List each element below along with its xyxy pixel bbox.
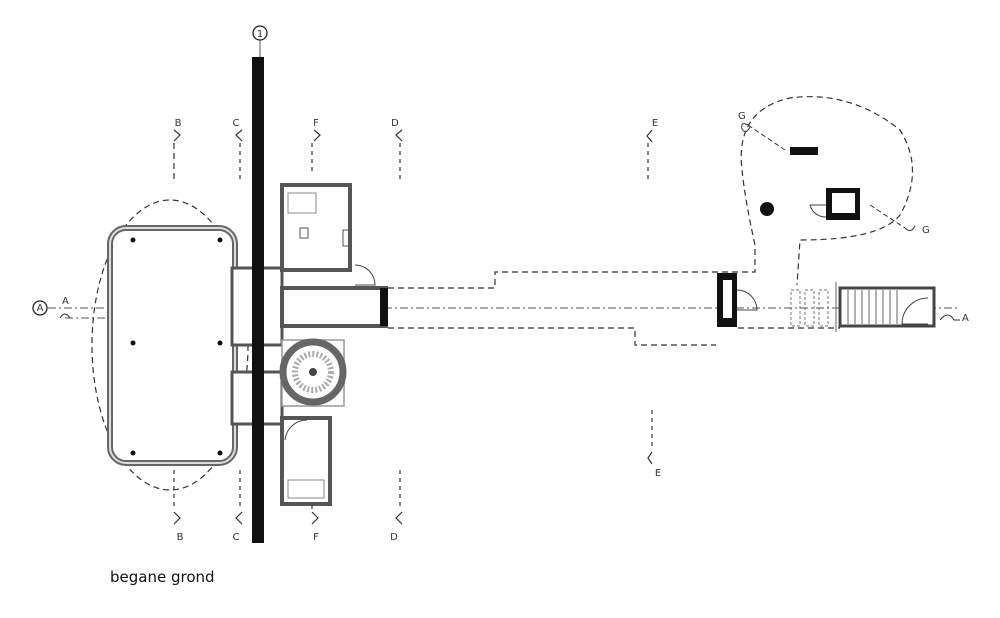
svg-text:E: E	[655, 468, 661, 479]
svg-text:A: A	[37, 303, 44, 314]
garden-path-outline	[388, 96, 914, 289]
tree	[760, 202, 774, 216]
svg-text:A: A	[62, 296, 69, 307]
svg-text:D: D	[391, 118, 399, 129]
section-markers-top: B C F D E	[173, 118, 658, 183]
svg-text:D: D	[390, 532, 398, 543]
entrance-stairs	[790, 282, 936, 332]
svg-text:F: F	[313, 118, 319, 129]
section-marker-a-right	[939, 314, 960, 321]
section-marker-a-left	[59, 313, 71, 319]
garden-kiosk	[809, 188, 860, 220]
plan-caption: begane grond	[110, 568, 215, 586]
svg-text:E: E	[652, 118, 658, 129]
lower-room	[280, 416, 332, 506]
svg-text:G: G	[922, 225, 930, 236]
svg-text:B: B	[175, 118, 182, 129]
svg-text:B: B	[177, 532, 184, 543]
svg-text:A: A	[962, 313, 969, 324]
svg-text:C: C	[233, 532, 240, 543]
bench	[790, 147, 818, 155]
svg-text:F: F	[313, 532, 319, 543]
svg-text:C: C	[233, 118, 240, 129]
svg-text:1: 1	[257, 29, 263, 40]
spiral-stair	[279, 338, 347, 407]
section-markers-bottom: B C F D E	[173, 410, 661, 543]
garden-path-lower	[388, 327, 716, 346]
axis-marker-1: 1	[252, 25, 268, 57]
axis-marker-a: A	[32, 300, 48, 316]
pavilion-small	[717, 273, 758, 327]
black-wall	[252, 57, 264, 543]
bathroom	[280, 183, 376, 286]
corridor-room	[280, 286, 388, 328]
main-hall	[107, 225, 238, 466]
svg-text:G: G	[738, 111, 746, 122]
section-markers-g: G G	[738, 111, 930, 236]
